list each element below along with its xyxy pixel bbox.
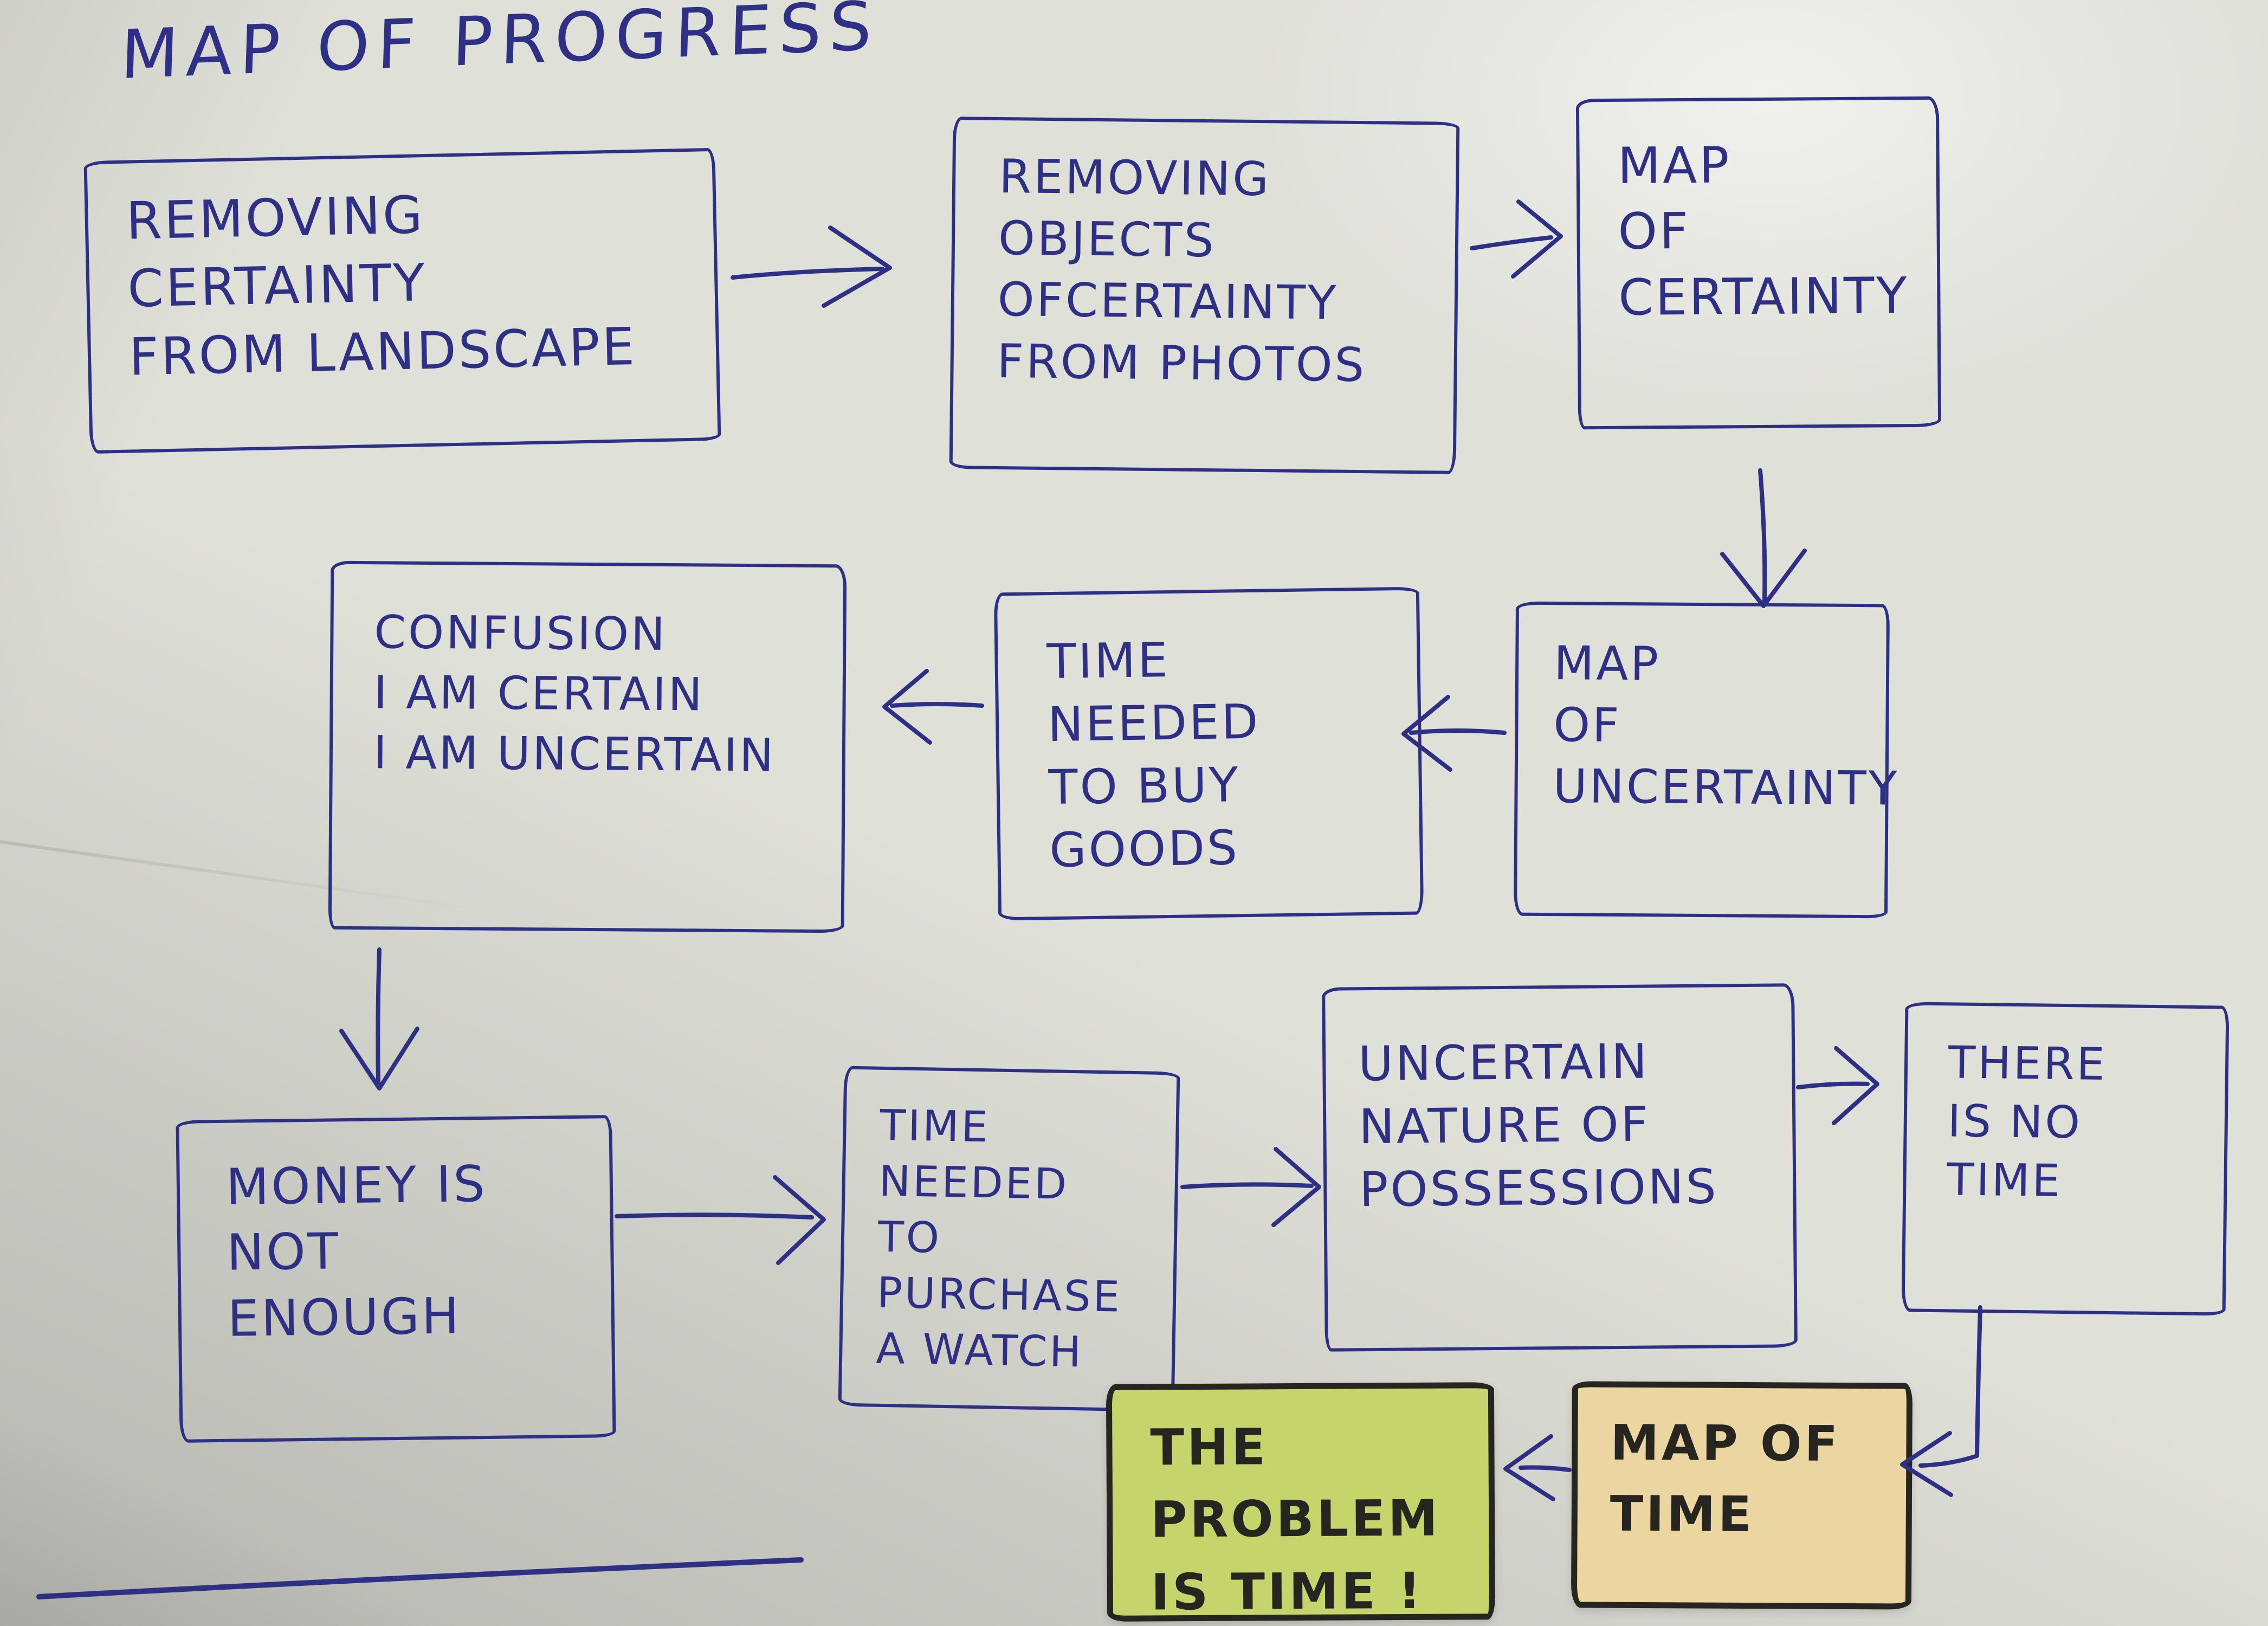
arrow-money-to-watch [615,1175,826,1265]
arrow-confusion-to-money [339,947,419,1091]
arrow-photos-to-map-of-certainty [1470,199,1563,279]
arrow-map-of-certainty-to-map-of-uncertainty [1720,468,1807,608]
arrow-watch-to-possessions [1180,1147,1321,1227]
arrow-no-time-to-map-of-time [1900,1305,1982,1497]
arrow-landscape-to-photos [731,225,892,308]
arrow-map-of-time-to-problem [1503,1434,1572,1501]
arrow-map-of-uncertainty-to-buy-goods [1401,695,1507,772]
arrow-buy-goods-to-confusion [882,669,984,745]
arrow-possessions-to-no-time [1796,1046,1879,1125]
stray-underline-stroke [36,1557,804,1599]
